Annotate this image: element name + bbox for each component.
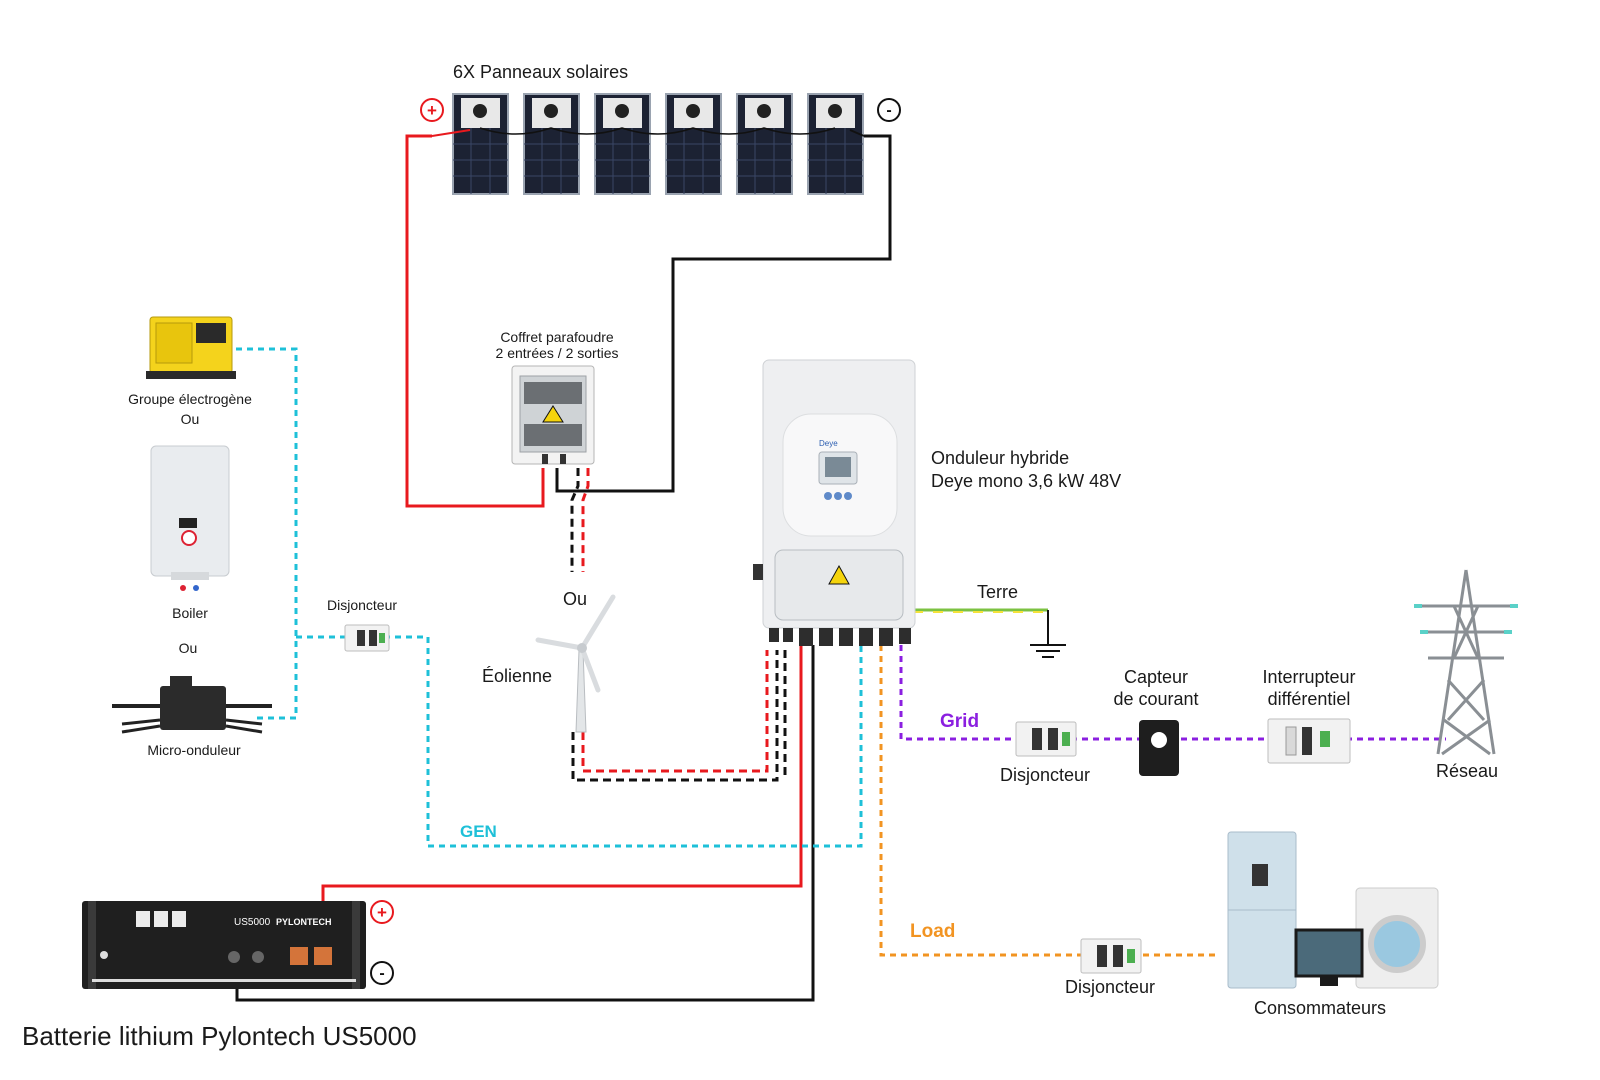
- hybrid-inverter: Deye: [753, 359, 916, 646]
- or-wind-label: Ou: [563, 589, 588, 609]
- pv-negative-wire: [555, 134, 892, 493]
- solar-panel: [452, 93, 509, 195]
- solar-panel: [665, 93, 722, 195]
- network-label: Réseau: [1435, 761, 1499, 781]
- earth-symbol: [1030, 644, 1066, 658]
- solar-panel: [523, 93, 580, 195]
- wind-black-wire: [571, 650, 779, 782]
- current-sensor-label-line2: de courant: [1113, 689, 1199, 709]
- breaker-grid-label: Disjoncteur: [999, 765, 1091, 785]
- grid-tag: Grid: [940, 711, 980, 732]
- gen-tag: GEN: [460, 822, 497, 841]
- current-sensor-label-line1: Capteur: [1123, 667, 1189, 687]
- breaker-load-label: Disjoncteur: [1064, 977, 1156, 997]
- rcd-label-line2: différentiel: [1267, 689, 1351, 709]
- solar-panel: [807, 93, 864, 195]
- pv-minus-text: -: [886, 102, 891, 119]
- surge-out-red-wire: [581, 468, 590, 572]
- battery-plus-text: +: [377, 903, 387, 922]
- earth-label: Terre: [977, 582, 1019, 602]
- television: [1294, 928, 1364, 978]
- battery-label: Batterie lithium Pylontech US5000: [22, 1021, 417, 1051]
- solar-panel: [736, 93, 793, 195]
- micro-inverter-label: Micro-onduleur: [147, 742, 241, 758]
- battery-brand-text: PYLONTECH: [276, 917, 332, 927]
- solar-panels: [431, 93, 865, 195]
- pv-minus-marker: -: [877, 98, 901, 122]
- boiler-label: Boiler: [172, 605, 208, 621]
- generator-label: Groupe électrogène: [128, 391, 252, 407]
- panel-series-link: [479, 127, 836, 135]
- residual-current-device: [1267, 718, 1351, 764]
- wind-turbine: [535, 594, 616, 733]
- panel-link-plus: [431, 129, 471, 137]
- gen-wire: [236, 347, 298, 720]
- boiler: [150, 445, 230, 591]
- or-label-2: Ou: [178, 640, 198, 656]
- rcd-label-line1: Interrupteur: [1262, 667, 1356, 687]
- grid-wire: [899, 645, 1446, 741]
- battery-pylontech: US5000 PYLONTECH: [82, 901, 366, 989]
- breaker-gen-label: Disjoncteur: [326, 597, 398, 613]
- current-sensor: [1139, 720, 1179, 776]
- breaker-grid: [1015, 721, 1077, 757]
- solar-panels-label: 6X Panneaux solaires: [453, 62, 629, 82]
- or-label-1: Ou: [180, 411, 200, 427]
- inverter-label-line1: Onduleur hybride: [931, 448, 1070, 468]
- inverter-label-line2: Deye mono 3,6 kW 48V: [931, 471, 1122, 491]
- surge-box-label-line2: 2 entrées / 2 sorties: [495, 345, 619, 361]
- micro-inverter: [112, 676, 272, 734]
- pv-plus-marker: +: [420, 98, 444, 122]
- generator: [146, 316, 236, 379]
- battery-plus-marker: +: [370, 900, 394, 924]
- surge-box-label-line1: Coffret parafoudre: [500, 329, 614, 345]
- battery-positive-wire: [321, 645, 803, 945]
- pv-plus-text: +: [427, 101, 437, 120]
- svg-text:Deye: Deye: [819, 439, 838, 448]
- pv-positive-wire: [405, 134, 545, 508]
- wind-red-wire: [581, 650, 769, 773]
- wind-turbine-label: Éolienne: [482, 666, 553, 686]
- solar-panel: [594, 93, 651, 195]
- battery-model-text: US5000: [234, 917, 271, 928]
- consumer-appliances: [1227, 831, 1439, 989]
- power-pylon: [1414, 569, 1518, 756]
- battery-minus-marker: -: [370, 961, 394, 985]
- load-tag: Load: [910, 921, 956, 942]
- breaker-gen: [344, 624, 390, 652]
- breaker-load: [1080, 938, 1142, 974]
- panel-link-minus: [849, 129, 865, 137]
- surge-out-black-wire: [570, 468, 580, 572]
- battery-minus-text: -: [379, 965, 384, 982]
- consumers-label: Consommateurs: [1253, 998, 1387, 1018]
- surge-protection-box: [511, 365, 595, 465]
